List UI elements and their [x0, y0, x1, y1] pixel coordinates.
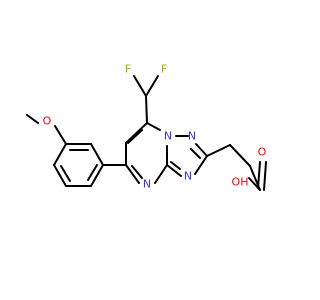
- bond-ph-c6-c1-double: [87, 164, 98, 181]
- bond-n2-c2: [195, 143, 208, 157]
- bond-c7-chf2: [145, 95, 148, 124]
- atom-label-layer: F F N N N N O O OH: [43, 63, 267, 191]
- bond-ch2a-ch2b: [229, 144, 251, 167]
- fluorine-label-right: F: [161, 63, 167, 76]
- bond-c5-n4: [125, 164, 140, 184]
- bond-ph-c4-c5: [53, 164, 67, 187]
- bond-n2-c2-double: [190, 148, 201, 159]
- bond-cf-right: [145, 75, 159, 97]
- oxygen-label-carbonyl: O: [258, 146, 267, 159]
- oxygen-label-methoxy: O: [43, 115, 52, 128]
- nitrogen-label-pyrimidine-bottom: N: [143, 178, 151, 191]
- nitrogen-label-triazole-bottom: N: [184, 170, 192, 183]
- bond-c2-n3: [194, 155, 208, 175]
- bond-n3-c3a-double: [170, 161, 181, 170]
- bond-n1-c7: [146, 122, 161, 131]
- bond-c-oh: [248, 177, 261, 191]
- bond-c-o-double-1: [257, 161, 261, 189]
- bond-c5-n4-double: [131, 165, 143, 179]
- hydroxyl-label: OH: [232, 176, 249, 189]
- bond-c7-c6: [125, 122, 148, 144]
- bond-c2-ch2a: [206, 144, 231, 157]
- bond-c-o-double-2: [263, 161, 267, 191]
- bond-ph-c1-c2: [90, 143, 104, 166]
- bond-n3-c3a: [166, 164, 182, 177]
- nitrogen-label-triazole-top: N: [188, 130, 196, 143]
- bond-ph-c4-c5-double: [60, 165, 71, 182]
- canvas-background: [0, 0, 300, 300]
- bond-cf-left: [133, 75, 147, 97]
- bond-layer: [26, 75, 267, 191]
- bond-o-methyl: [26, 114, 39, 124]
- bond-ph-c3-c4: [53, 143, 67, 166]
- bond-ph-o-methoxy: [54, 125, 67, 145]
- bond-n4-c3a: [154, 164, 168, 184]
- nitrogen-label-bridgehead: N: [164, 130, 172, 143]
- fluorine-label-left: F: [125, 63, 131, 76]
- bond-c7-c6-double: [127, 129, 143, 144]
- molecule-structure: F F N N N N O O OH: [0, 0, 300, 300]
- bond-ph-c6-c1: [90, 164, 104, 187]
